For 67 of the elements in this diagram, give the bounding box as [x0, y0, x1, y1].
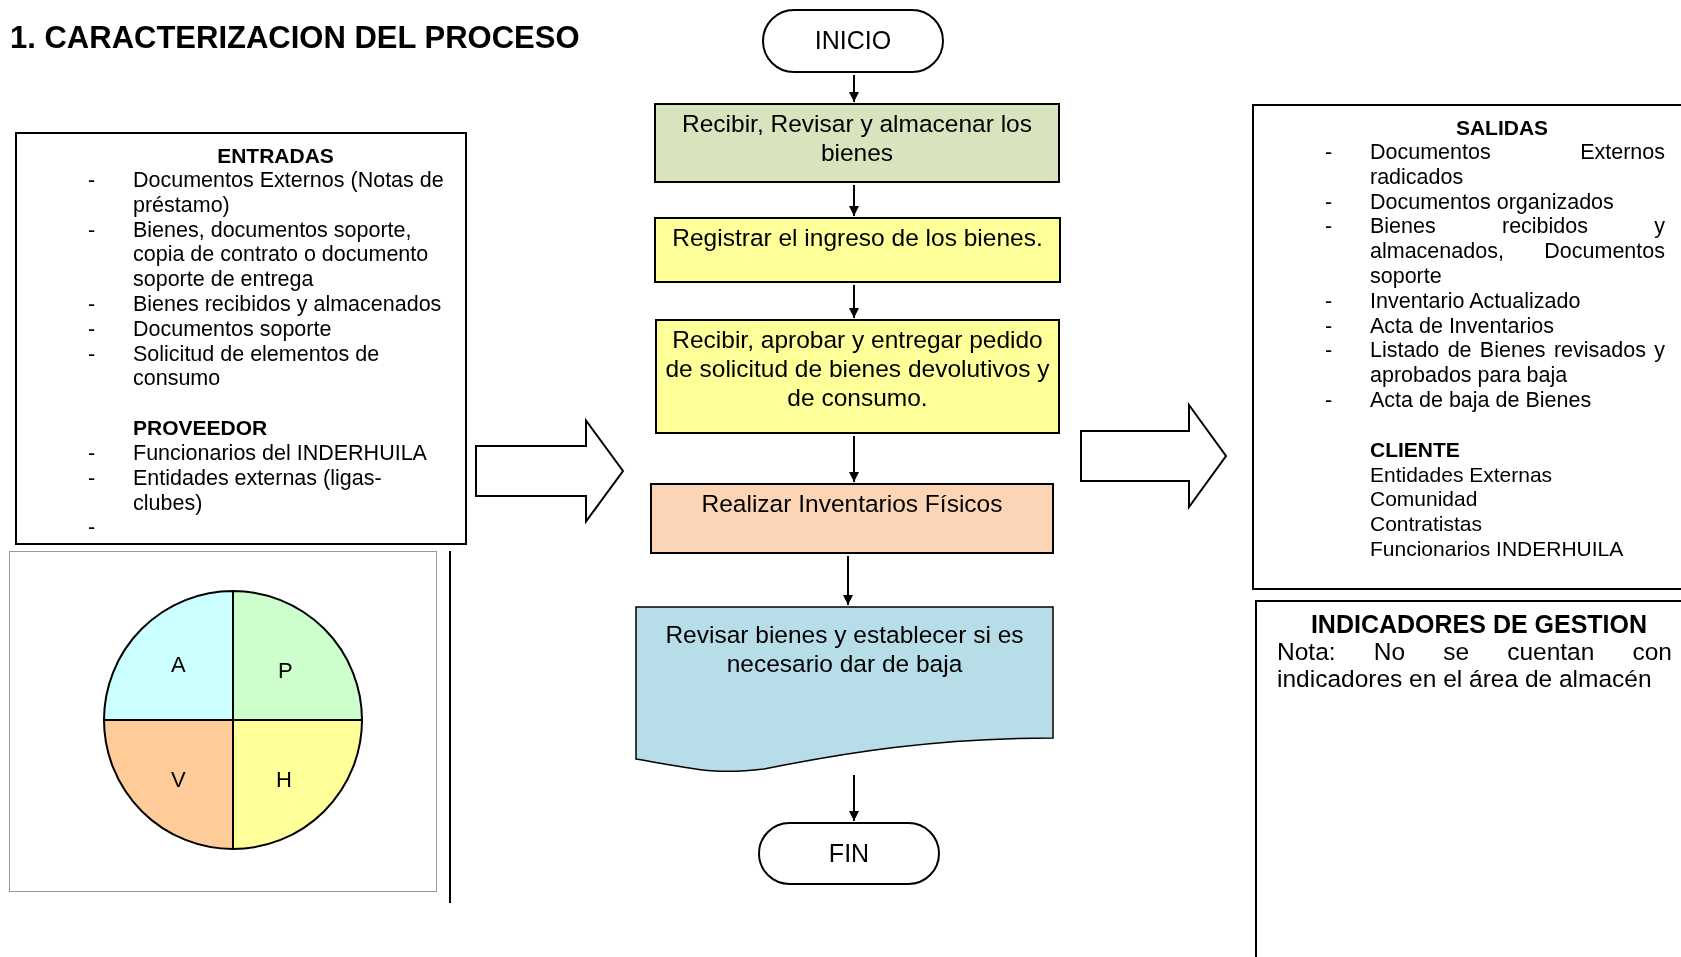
arrow	[849, 435, 859, 483]
list-dash: -	[87, 440, 97, 466]
list-dash: -	[1324, 387, 1334, 413]
list-item: Entidades Externas	[1370, 462, 1553, 488]
list-dash: -	[87, 515, 97, 541]
list-dash: -	[1324, 338, 1334, 365]
arrow	[849, 774, 859, 822]
frame-box	[9, 551, 437, 892]
quadrant-letter: V	[171, 768, 186, 792]
quadrant	[104, 591, 233, 720]
quadrant	[233, 720, 362, 849]
list-item: Documentos organizados	[1370, 189, 1615, 215]
box-heading: INDICADORES DE GESTION	[1310, 610, 1648, 638]
list-item: Bienes, documentos soporte, copia de contrato o documento soporte de entrega	[133, 217, 430, 292]
list-dash: -	[87, 465, 97, 492]
quadrant	[233, 591, 362, 720]
box-heading: SALIDAS	[1455, 115, 1549, 140]
list-item: Acta de Inventarios	[1370, 313, 1556, 339]
process-box: Realizar Inventarios Físicos	[650, 483, 1054, 554]
list-dash: -	[1324, 288, 1334, 314]
list-item: Documentos Externos radicados	[1370, 140, 1665, 190]
list-item: Acta de baja de Bienes	[1370, 387, 1593, 413]
section-heading: CLIENTE	[1370, 437, 1460, 463]
text-panel	[1255, 600, 1681, 957]
list-item: Contratistas	[1370, 512, 1483, 537]
list-dash: -	[87, 316, 97, 342]
arrow	[849, 74, 859, 103]
list-dash: -	[1324, 140, 1334, 166]
arrow	[849, 284, 859, 319]
list-item: Listado de Bienes revisados y aprobados para baja	[1370, 338, 1665, 388]
list-dash: -	[87, 217, 97, 244]
page-title: 1. CARACTERIZACION DEL PROCESO	[10, 20, 580, 56]
list-item: Funcionarios del INDERHUILA	[133, 440, 428, 466]
list-dash: -	[87, 292, 97, 317]
quadrant-letter: A	[171, 653, 186, 677]
section-heading: PROVEEDOR	[133, 416, 268, 441]
quadrant-letter: H	[276, 768, 292, 792]
process-box: Recibir, aprobar y entregar pedido de solicitud de bienes devolutivos y de consumo.	[655, 319, 1060, 434]
list-dash: -	[1324, 214, 1334, 241]
quadrant	[104, 720, 233, 849]
note-text: Nota: No se cuentan con indicadores en el área de almacén	[1277, 638, 1672, 692]
box-heading: ENTRADAS	[217, 143, 334, 168]
list-item: Bienes recibidos y almacenados, Documentos soporte	[1370, 214, 1665, 289]
arrow	[849, 184, 859, 217]
process-box: Recibir, Revisar y almacenar los bienes	[654, 103, 1060, 183]
list-item: Solicitud de elementos de consumo	[133, 341, 381, 392]
quadrant-letter: P	[278, 659, 293, 683]
list-item: Documentos Externos (Notas de préstamo)	[133, 168, 445, 218]
list-dash: -	[87, 341, 97, 368]
text-panel	[15, 132, 467, 545]
list-item: Documentos soporte	[133, 316, 333, 342]
text-panel	[1252, 104, 1681, 590]
block-arrow	[475, 417, 625, 525]
process-box: Registrar el ingreso de los bienes.	[654, 217, 1061, 283]
list-item: Entidades externas (ligas-clubes)	[133, 465, 383, 516]
list-dash: -	[1324, 313, 1334, 339]
arrow	[843, 555, 853, 606]
terminal-shape: FIN	[758, 822, 940, 885]
list-dash: -	[87, 168, 97, 194]
list-item: Funcionarios INDERHUILA	[1370, 536, 1624, 562]
list-item: Comunidad	[1370, 487, 1478, 513]
terminal-shape: INICIO	[762, 9, 944, 73]
block-arrow	[1080, 401, 1228, 511]
list-item: Inventario Actualizado	[1370, 288, 1582, 314]
list-dash: -	[1324, 189, 1334, 215]
list-item: Bienes recibidos y almacenados	[133, 292, 443, 317]
document-shape: Revisar bienes y establecer si es necesario dar de baja	[635, 606, 1054, 773]
